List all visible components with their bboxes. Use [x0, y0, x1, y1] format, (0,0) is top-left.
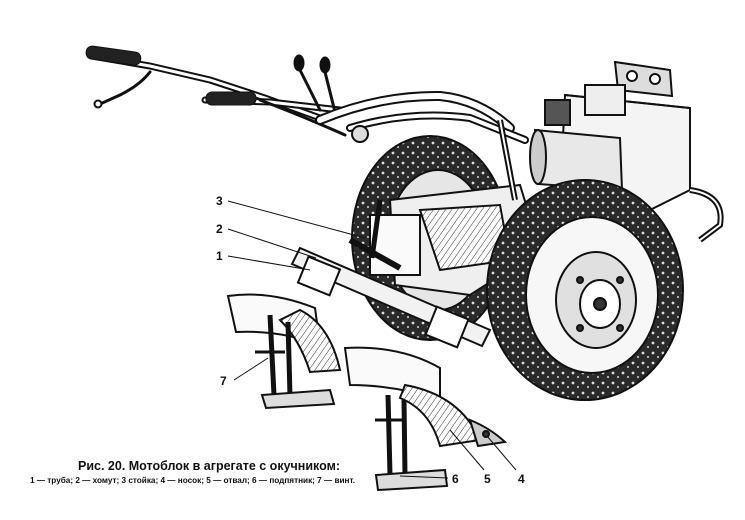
- leader-lines: [227, 200, 517, 479]
- callout-5: 5: [484, 472, 491, 486]
- callout-2: 2: [216, 222, 223, 236]
- left-hiller-body: [226, 293, 342, 410]
- figure-caption-title: Рис. 20. Мотоблок в агрегате с окучником…: [78, 459, 340, 473]
- callout-3: 3: [216, 194, 223, 208]
- figure-caption-legend: 1 — труба; 2 — хомут; 3 стойка; 4 — носо…: [30, 476, 356, 485]
- callout-7: 7: [220, 374, 227, 388]
- handlebars: [85, 45, 529, 144]
- callout-1: 1: [216, 249, 223, 263]
- engine: [529, 60, 724, 243]
- right-hiller-body: [343, 346, 508, 492]
- callout-4: 4: [518, 472, 525, 486]
- right-wheel: [486, 179, 684, 401]
- callout-6: 6: [452, 472, 459, 486]
- hiller-pipe: [290, 237, 492, 349]
